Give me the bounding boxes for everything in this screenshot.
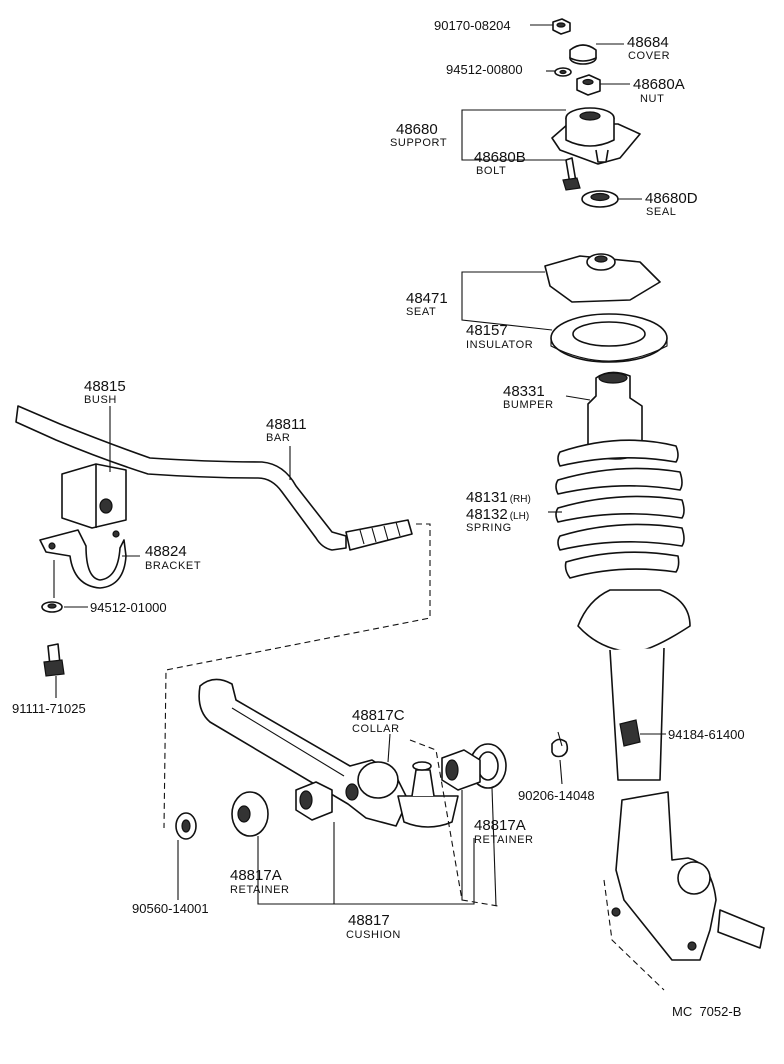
part-number-48817a-right: 48817A — [474, 817, 526, 834]
part-name-48811: BAR — [266, 432, 290, 444]
lower-arm-drawing — [198, 678, 409, 827]
insulator-drawing — [550, 313, 668, 363]
cover-drawing — [569, 44, 597, 65]
part-number-48824: 48824 — [145, 543, 187, 560]
part-number-90170: 90170-08204 — [434, 18, 511, 33]
part-name-48680: SUPPORT — [390, 137, 447, 149]
part-number-94512a: 94512-00800 — [446, 62, 523, 77]
part-number-90560: 90560-14001 — [132, 901, 209, 916]
part-number-48331: 48331 — [503, 383, 545, 400]
callout-94512a: 94512-00800 — [446, 62, 523, 77]
part-name-spring: SPRING — [466, 522, 512, 534]
part-name-48684: COVER — [628, 50, 670, 62]
bolt-91111-drawing — [43, 643, 65, 677]
nut-48680a-drawing — [576, 74, 601, 96]
part-name-48680b: BOLT — [476, 165, 506, 177]
strut-drawing — [577, 589, 765, 961]
part-number-48471: 48471 — [406, 290, 448, 307]
part-name-48817a-right: RETAINER — [474, 834, 534, 846]
spring-seat-drawing — [544, 253, 661, 303]
callout-48817a-left: 48817A RETAINER — [230, 867, 290, 896]
callout-48684: 48684 COVER — [627, 34, 670, 62]
part-name-48817a-left: RETAINER — [230, 884, 290, 896]
part-number-94512b: 94512-01000 — [90, 600, 167, 615]
callout-48680d: 48680D SEAL — [645, 190, 698, 218]
part-number-90206: 90206-14048 — [518, 788, 595, 803]
washer-94512a-drawing — [554, 67, 572, 77]
coil-spring-drawing — [555, 439, 685, 579]
callout-48680b: 48680B BOLT — [474, 149, 526, 177]
leader-lines — [53, 24, 666, 907]
part-number-48817a-left: 48817A — [230, 867, 282, 884]
bracket-drawing — [39, 529, 127, 589]
callout-90206: 90206-14048 — [518, 788, 595, 803]
support-drawing — [551, 107, 641, 165]
callout-48817: 48817 CUSHION — [346, 912, 401, 941]
seal-drawing — [581, 190, 619, 208]
callout-48331: 48331 BUMPER — [503, 383, 554, 411]
callout-48817a-right: 48817A RETAINER — [474, 817, 534, 846]
part-name-48680d: SEAL — [646, 206, 677, 218]
phantom-lines — [163, 523, 665, 991]
part-name-48471: SEAT — [406, 306, 436, 318]
callout-spring: 48131(RH) 48132(LH) SPRING — [466, 489, 531, 534]
nut-90170-drawing — [552, 18, 571, 35]
callout-48680a: 48680A NUT — [633, 76, 685, 105]
callout-48824: 48824 BRACKET — [145, 543, 201, 572]
callout-91111: 91111-71025 — [12, 701, 86, 716]
bolt-drawing — [562, 157, 581, 191]
clip-90206-drawing — [551, 731, 569, 758]
part-number-48680d: 48680D — [645, 190, 698, 207]
part-name-48815: BUSH — [84, 394, 117, 406]
callout-48471: 48471 SEAT — [406, 290, 448, 318]
cushion-right-drawing — [441, 749, 481, 791]
part-number-48817c: 48817C — [352, 707, 405, 724]
part-number-48157: 48157 — [466, 322, 508, 339]
callout-48815: 48815 BUSH — [84, 378, 126, 406]
nut-94184-drawing — [619, 719, 641, 747]
part-number-48131: 48131(RH) — [466, 489, 531, 506]
ball-joint-drawing — [397, 761, 459, 828]
part-number-48680a: 48680A — [633, 76, 685, 93]
part-name-48331: BUMPER — [503, 399, 554, 411]
part-number-48680b: 48680B — [474, 149, 526, 166]
part-name-48824: BRACKET — [145, 560, 201, 572]
washer-90560-drawing — [175, 812, 197, 840]
part-number-48684: 48684 — [627, 34, 669, 51]
callout-94184: 94184-61400 — [668, 727, 745, 742]
callout-48817c: 48817C COLLAR — [352, 707, 405, 735]
part-number-48817: 48817 — [348, 912, 390, 929]
part-name-48680a: NUT — [640, 93, 664, 105]
part-number-48680: 48680 — [396, 121, 438, 138]
bush-drawing — [61, 463, 127, 529]
diagram-code: MC 7052-B — [672, 1004, 741, 1019]
part-number-48132: 48132(LH) — [466, 506, 529, 523]
part-name-48817: CUSHION — [346, 929, 401, 941]
part-number-48815: 48815 — [84, 378, 126, 395]
washer-94512b-drawing — [41, 601, 63, 613]
part-number-91111: 91111-71025 — [12, 701, 86, 716]
part-name-48817c: COLLAR — [352, 723, 400, 735]
retainer-left-drawing — [231, 791, 269, 837]
callout-48811: 48811 BAR — [266, 416, 307, 444]
callout-90170: 90170-08204 — [434, 18, 511, 33]
stabilizer-bar-drawing — [15, 405, 413, 551]
part-number-94184: 94184-61400 — [668, 727, 745, 742]
callout-90560: 90560-14001 — [132, 901, 209, 916]
cushion-left-drawing — [295, 781, 333, 821]
part-name-48157: INSULATOR — [466, 339, 533, 351]
callout-48680: 48680 SUPPORT — [390, 121, 447, 149]
callout-48157: 48157 INSULATOR — [466, 322, 533, 351]
callout-94512b: 94512-01000 — [90, 600, 167, 615]
part-number-48811: 48811 — [266, 416, 307, 433]
